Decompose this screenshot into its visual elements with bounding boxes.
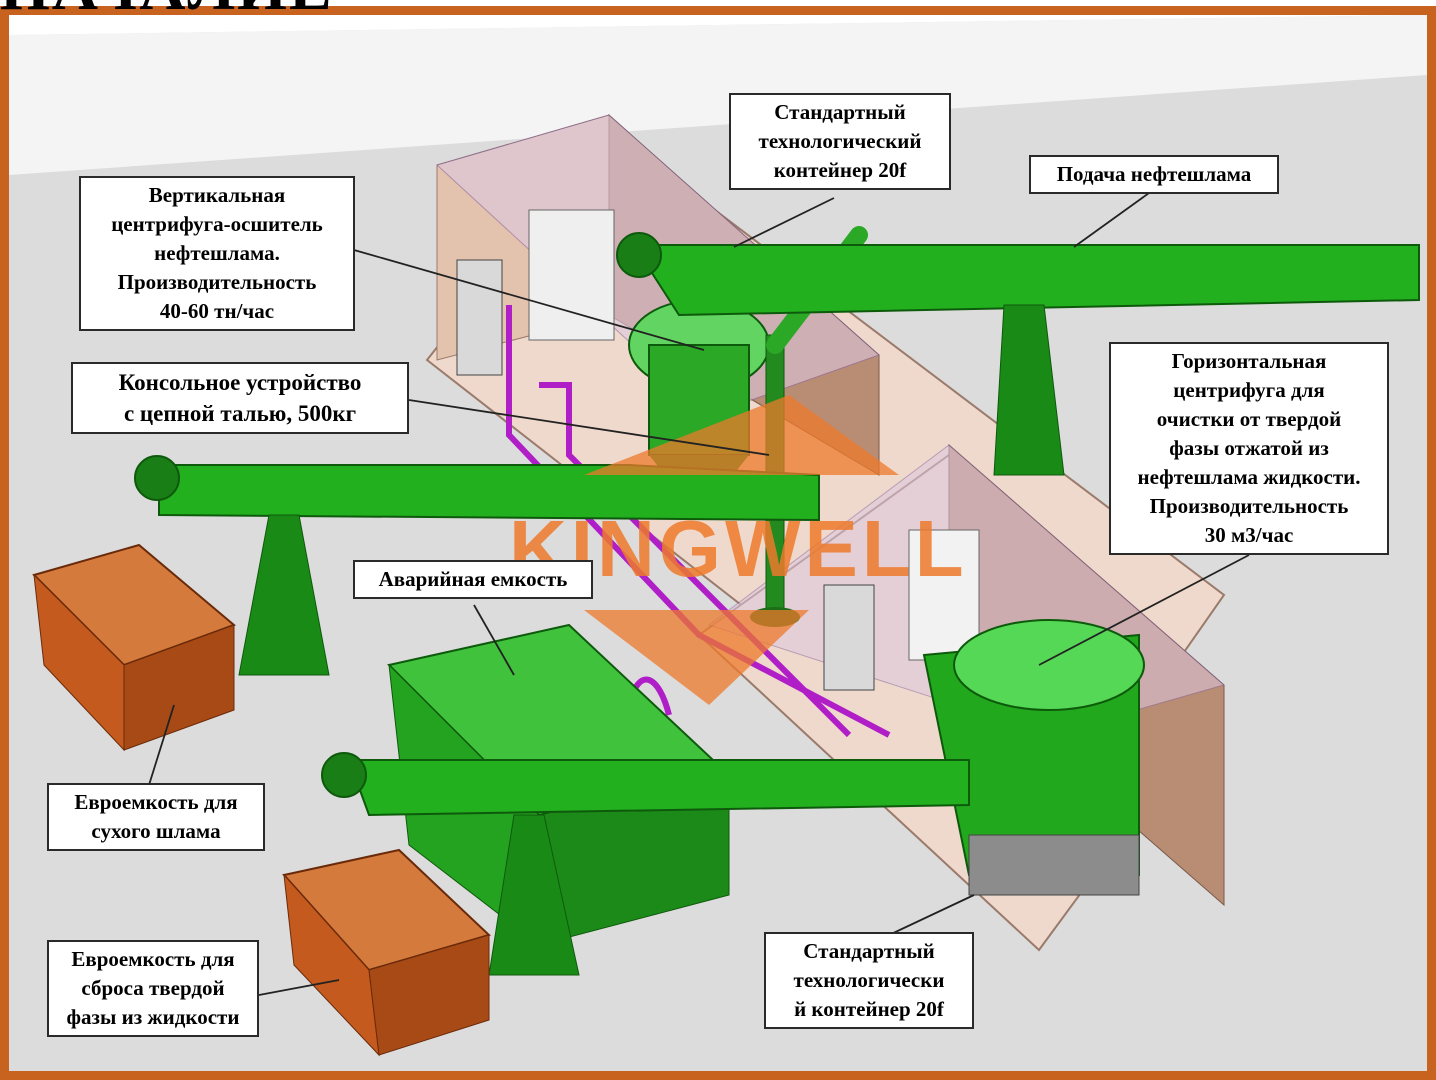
callout-vertical-centrifuge-line-4: Производительность xyxy=(117,270,317,294)
leader-sludge-feed xyxy=(1073,192,1150,248)
callout-euro-solid: Евроемкость для сброса твердой фазы из ж… xyxy=(47,940,259,1037)
callout-container-bottom-line-3: й контейнер 20f xyxy=(794,997,944,1021)
slide-title-fragment: НАЧАЛИЕ xyxy=(0,0,334,20)
euro-container-solid-side xyxy=(368,934,490,1056)
leader-euro-solid xyxy=(258,979,340,996)
lower-control-panel xyxy=(823,584,875,691)
upper-control-panel xyxy=(456,259,503,376)
solids-conveyor-upper-motor xyxy=(134,455,180,501)
callout-container-bottom-line-1: Стандартный xyxy=(803,939,935,963)
pipe-branch xyxy=(539,382,852,738)
callout-vertical-centrifuge-line-3: нефтешлама. xyxy=(154,241,280,265)
callout-console-hoist-line-2: с цепной талью, 500кг xyxy=(123,401,357,426)
solids-conveyor-lower-trough xyxy=(347,759,970,817)
pipe-main xyxy=(506,305,891,738)
callout-euro-dry: Евроемкость для сухого шлама xyxy=(47,783,265,851)
plant-diagram xyxy=(9,15,1427,1071)
callout-container-bottom: Стандартный технологически й контейнер 2… xyxy=(764,932,974,1029)
leader-container-bottom xyxy=(888,894,975,936)
callout-sludge-feed-line-1: Подача нефтешлама xyxy=(1056,162,1252,186)
callout-console-hoist-line-1: Консольное устройство xyxy=(118,370,362,395)
picture-area: KINGWELL Стандартный технологический кон… xyxy=(9,15,1427,1071)
solids-conveyor-lower-motor xyxy=(321,752,367,798)
horizontal-centrifuge-body xyxy=(953,619,1145,711)
callout-console-hoist: Консольное устройство с цепной талью, 50… xyxy=(71,362,409,434)
callout-horizontal-centrifuge-line-5: нефтешлама жидкости. xyxy=(1137,465,1361,489)
watermark-arrow-lower xyxy=(584,610,809,705)
lower-container xyxy=(697,443,1226,952)
callout-container-top: Стандартный технологический контейнер 20… xyxy=(729,93,951,190)
callout-euro-solid-line-2: сброса твердой xyxy=(81,976,225,1000)
feed-conveyor-motor xyxy=(616,232,662,278)
solids-conveyor-upper-trough xyxy=(158,464,820,522)
callout-euro-solid-line-1: Евроемкость для xyxy=(71,947,235,971)
callout-horizontal-centrifuge-line-6: Производительность xyxy=(1149,494,1349,518)
leader-vertical-centrifuge xyxy=(353,249,705,351)
euro-container-solid xyxy=(282,848,491,1057)
callout-container-bottom-line-2: технологически xyxy=(793,968,945,992)
callout-horizontal-centrifuge: Горизонтальная центрифуга для очистки от… xyxy=(1109,342,1389,555)
solids-conveyor-upper xyxy=(134,455,820,676)
callout-container-top-line-1: Стандартный xyxy=(774,100,906,124)
callout-sludge-feed: Подача нефтешлама xyxy=(1029,155,1279,194)
callout-vertical-centrifuge: Вертикальная центрифуга-осшитель нефтешл… xyxy=(79,176,355,331)
callout-euro-dry-line-1: Евроемкость для xyxy=(74,790,238,814)
picture-frame: KINGWELL Стандартный технологический кон… xyxy=(0,6,1436,1080)
callout-vertical-centrifuge-line-5: 40-60 тн/час xyxy=(159,299,275,323)
solids-conveyor-lower xyxy=(321,752,970,976)
solids-conveyor-upper-support xyxy=(238,514,330,676)
watermark-arrow-upper xyxy=(584,395,899,475)
euro-container-dry-side xyxy=(123,624,235,751)
callout-container-top-line-2: технологический xyxy=(758,129,922,153)
feed-conveyor-support xyxy=(993,304,1065,476)
leader-lines xyxy=(148,192,1250,996)
callout-euro-solid-line-3: фазы из жидкости xyxy=(66,1005,240,1029)
callout-euro-dry-line-2: сухого шлама xyxy=(91,819,221,843)
callout-horizontal-centrifuge-line-4: фазы отжатой из xyxy=(1169,436,1329,460)
callout-horizontal-centrifuge-line-2: центрифуга для xyxy=(1173,378,1325,402)
upper-electrical-cabinet xyxy=(528,209,615,341)
callout-horizontal-centrifuge-line-1: Горизонтальная xyxy=(1171,349,1327,373)
callout-vertical-centrifuge-line-2: центрифуга-осшитель xyxy=(111,212,323,236)
skid-base xyxy=(968,834,1140,896)
callout-emergency-tank: Аварийная емкость xyxy=(353,560,593,599)
callout-horizontal-centrifuge-line-7: 30 м3/час xyxy=(1204,523,1294,547)
leader-console-hoist xyxy=(408,399,770,456)
callout-vertical-centrifuge-line-1: Вертикальная xyxy=(148,183,286,207)
callout-horizontal-centrifuge-line-3: очистки от твердой xyxy=(1156,407,1342,431)
callout-container-top-line-3: контейнер 20f xyxy=(773,158,907,182)
feed-conveyor-trough xyxy=(632,244,1420,317)
feed-conveyor xyxy=(616,232,1420,476)
callout-emergency-tank-line-1: Аварийная емкость xyxy=(378,567,568,591)
leader-container-top xyxy=(733,197,835,248)
leader-horizontal-centrifuge xyxy=(1038,554,1250,666)
floor-light-band xyxy=(9,15,1427,175)
euro-container-dry xyxy=(32,543,236,752)
leader-euro-dry xyxy=(148,704,175,786)
leader-emergency-tank xyxy=(473,604,515,676)
solids-conveyor-lower-support xyxy=(488,814,580,976)
